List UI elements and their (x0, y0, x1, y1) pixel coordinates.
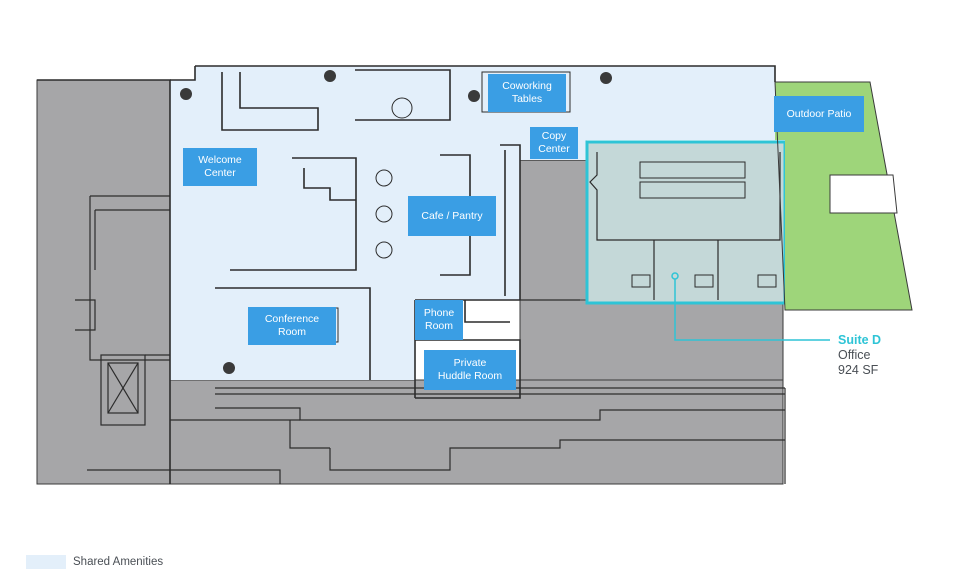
plant-icons (180, 70, 612, 374)
suite-d-area (585, 140, 830, 341)
private-huddle-room-label: Private Huddle Room (424, 350, 516, 390)
suite-area: 924 SF (838, 363, 879, 377)
suite-name: Suite D (838, 333, 882, 347)
coworking-tables-label: Coworking Tables (488, 74, 566, 112)
legend: Shared Amenities (26, 554, 163, 570)
coworking-table (481, 71, 571, 113)
conference-room-label: Conference Room (248, 307, 336, 345)
outdoor-patio-label: Outdoor Patio (774, 96, 864, 132)
legend-swatch-shared-amenities (26, 555, 66, 569)
welcome-center-label: Welcome Center (183, 148, 257, 186)
cafe-pantry-label: Cafe / Pantry (408, 196, 496, 236)
suite-use: Office (838, 348, 871, 362)
legend-label-shared-amenities: Shared Amenities (73, 556, 164, 568)
cafe-tables (375, 97, 413, 259)
phone-room-label: Phone Room (415, 300, 463, 340)
outdoor-patio-area (774, 81, 913, 311)
suite-callout: Suite D Office 924 SF (838, 333, 881, 378)
walls (37, 65, 776, 484)
copy-center-label: Copy Center (530, 127, 578, 159)
